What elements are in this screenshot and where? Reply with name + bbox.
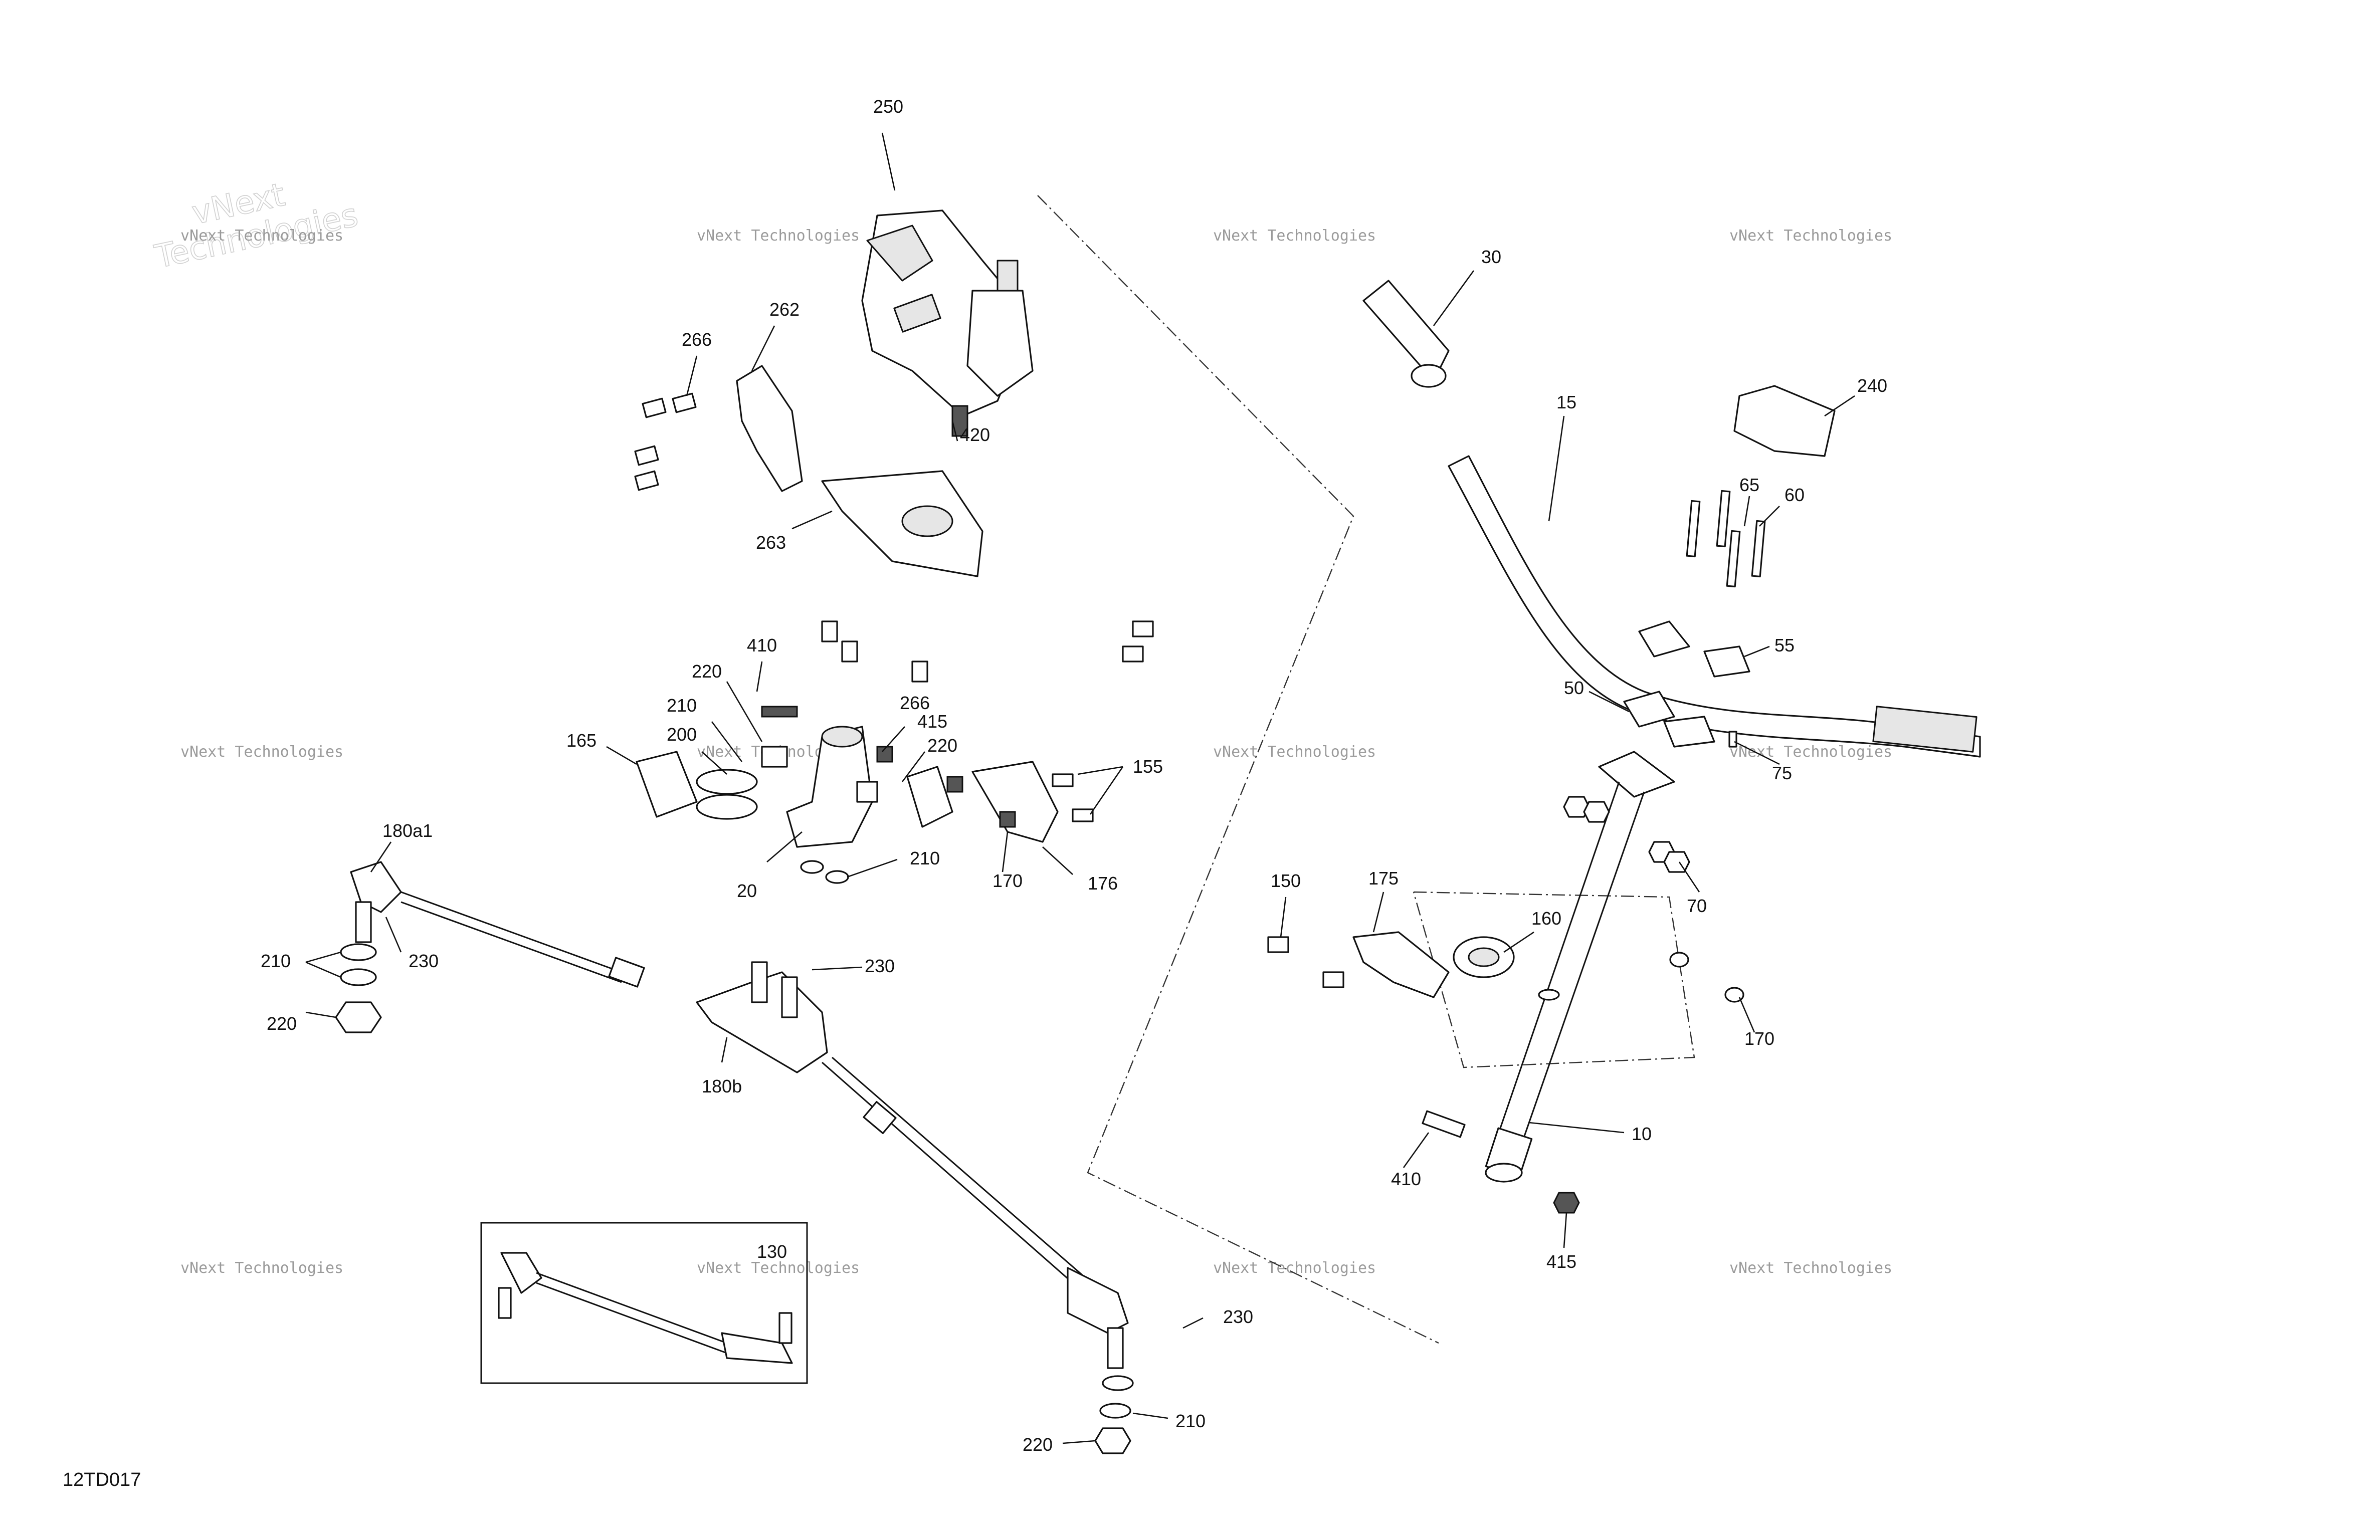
callout-label: 55 [1774,635,1795,655]
watermark-text: vNext Technologies [180,743,343,761]
callout-label: 210 [667,695,697,716]
watermark-text: vNext Technologies [1729,227,1892,245]
callout-label: 220 [927,735,957,756]
handlebar-cover [1733,385,1836,457]
callout-label: 165 [566,730,597,751]
watermark-text: vNext Technologies [180,1259,343,1277]
callout-label: 415 [1546,1251,1576,1272]
column-support [1267,931,1744,1003]
callout-label: 230 [409,951,439,971]
callout-label: 30 [1481,247,1501,267]
callout-label: 415 [917,711,947,732]
callout-label: 220 [1023,1434,1053,1455]
inset-box [480,1222,808,1384]
pitman-arm-assembly [636,706,1094,884]
handlebar [1448,455,1981,758]
steering-column [1485,751,1675,1183]
tie-rod-left [335,861,645,1033]
grip-right [1872,706,1977,753]
callout-label: 262 [769,299,800,320]
watermark-text: vNext Technologies [1213,1259,1376,1277]
watermark-text: vNext Technologies [1213,743,1376,761]
callout-label: 266 [682,329,712,350]
callout-label: 210 [261,951,291,971]
callout-label: 180b [702,1076,742,1096]
callout-label: 176 [1088,873,1118,894]
plate-hole [901,505,953,537]
column-bolt [1422,1110,1466,1138]
callout-label: 70 [1687,896,1707,916]
handlebar-clamps [1623,620,1750,748]
callout-label: 230 [865,956,895,976]
callout-label: 200 [667,724,697,745]
callout-label: 60 [1784,485,1805,505]
callout-label: 230 [1223,1306,1253,1327]
mounting-bracket [736,365,803,492]
grip-left [1362,280,1450,382]
callout-labels: 250 262 266 263 420 410 220 210 200 165 … [261,96,1887,1455]
callout-label: 155 [1133,756,1163,777]
callout-label: 20 [737,881,757,901]
callout-label: 150 [1271,870,1301,891]
watermark-text: vNext Technologies [697,227,860,245]
callout-label: 410 [1391,1169,1421,1189]
callout-label: 10 [1632,1124,1652,1144]
callout-label: 175 [1368,868,1399,889]
callout-label: 65 [1739,475,1759,495]
column-nut [1553,1192,1580,1214]
callout-label: 410 [747,635,777,655]
callout-label: 210 [1175,1411,1206,1431]
callout-label: 75 [1772,763,1792,783]
callout-label: 170 [1744,1028,1774,1049]
clamp-screws [1686,490,1766,588]
leader-lines [305,132,1855,1444]
watermark-text: vNext Technologies [1729,743,1892,761]
callout-label: 180a1 [382,820,433,841]
callout-label: 220 [692,661,722,682]
callout-label: 130 [757,1241,787,1262]
nut-group [1563,731,1737,873]
callout-label: 420 [960,424,990,445]
callout-label: 250 [873,96,903,117]
watermark-text: vNext Technologies [1729,1259,1892,1277]
assembly-outline [1037,195,1695,1344]
grip-end [1411,364,1447,388]
watermark-text: vNext Technologies [180,227,343,245]
callout-label: 220 [267,1013,297,1034]
callout-label: 170 [993,870,1023,891]
bolt-group [634,392,1154,683]
callout-label: 263 [756,532,786,553]
callout-label: 210 [910,848,940,868]
callout-label: 15 [1556,392,1576,412]
callout-label: 240 [1857,375,1887,396]
power-steering-unit [861,209,1034,437]
center-link [696,961,828,1073]
callout-label: 160 [1531,908,1561,929]
watermark: vNext Technologies [151,176,361,276]
callout-label: 266 [900,693,930,713]
watermark-text: vNext Technologies [697,1259,860,1277]
figure-code: 12TD017 [63,1469,141,1490]
callout-label: 50 [1564,678,1584,698]
tie-rod-right [822,1056,1134,1454]
watermark-text: vNext Technologies [1213,227,1376,245]
